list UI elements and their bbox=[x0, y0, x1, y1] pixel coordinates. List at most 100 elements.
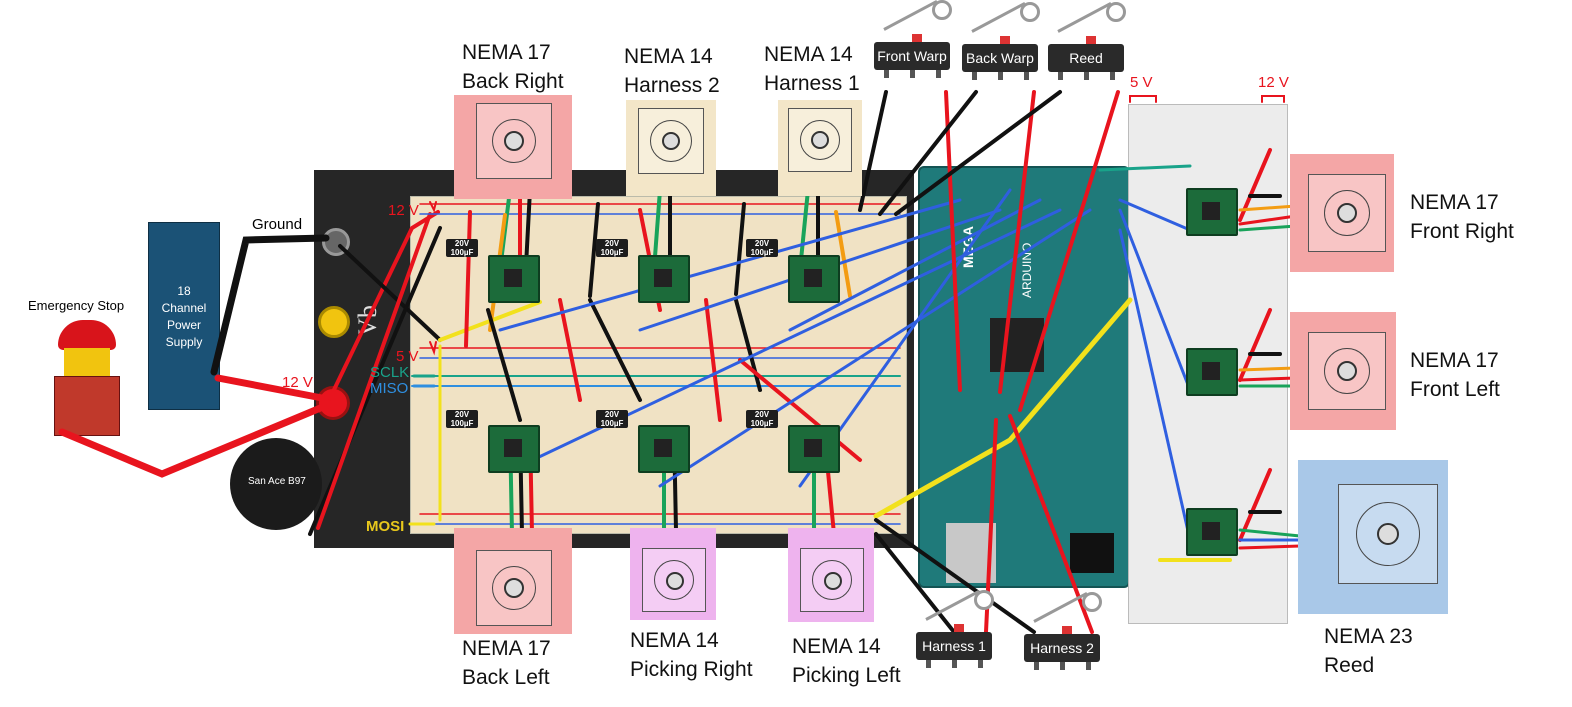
wire-green-teal bbox=[1098, 164, 1192, 172]
wire-red-psu bbox=[214, 374, 326, 402]
motor-nema14-picking-right bbox=[630, 528, 716, 620]
wire-black-diag-5 bbox=[734, 202, 746, 296]
label-nema14-harness2: NEMA 14 Harness 2 bbox=[624, 45, 720, 97]
arduino-power-jack bbox=[1070, 533, 1114, 573]
capacitor: 20V 100µF bbox=[446, 410, 478, 428]
switch-label: Reed bbox=[1069, 50, 1103, 66]
wire-black-diag-2 bbox=[588, 298, 642, 402]
blower-fan: San Ace B97 bbox=[230, 438, 322, 530]
emergency-stop-label: Emergency Stop bbox=[28, 298, 125, 313]
motor-nema17-front-right bbox=[1290, 154, 1394, 272]
motor-nema14-harness1 bbox=[778, 100, 862, 196]
arduino-mega-board: ARDUINO MEGA bbox=[918, 166, 1130, 588]
estop-cap-icon bbox=[58, 320, 116, 350]
wire-orange-fl bbox=[1238, 366, 1298, 372]
wire-black-diag-4 bbox=[588, 202, 600, 298]
capacitor: 20V 100µF bbox=[746, 239, 778, 257]
wire-red-fl bbox=[1238, 376, 1298, 382]
ground-label: Ground bbox=[252, 216, 303, 233]
capacitor: 20V 100µF bbox=[596, 239, 628, 257]
label-5v-right: 5 V bbox=[1130, 74, 1153, 91]
wire-blue-7 bbox=[1118, 198, 1192, 232]
limit-switch-harness1[interactable]: Harness 1 bbox=[916, 590, 994, 668]
wire-red-fw bbox=[944, 90, 962, 392]
wire-red-rd bbox=[1238, 544, 1302, 550]
motor-nema14-picking-left bbox=[788, 528, 874, 622]
label-sclk: SCLK bbox=[370, 364, 410, 381]
wire-black-reed bbox=[894, 90, 1062, 216]
stepper-driver bbox=[488, 255, 540, 303]
label-nema17-back-left: NEMA 17 Back Left bbox=[462, 637, 551, 689]
stepper-driver bbox=[1186, 508, 1238, 556]
wire-blue-9 bbox=[1118, 228, 1192, 542]
label-12v-right: 12 V bbox=[1258, 74, 1289, 91]
wire-red-fan bbox=[316, 212, 432, 530]
wire-red-diag-4 bbox=[464, 210, 472, 348]
bracket-12v-right bbox=[1261, 95, 1285, 103]
bracket-5v-right bbox=[1129, 95, 1157, 103]
wire-black-diag-1 bbox=[486, 308, 522, 422]
stepper-driver bbox=[788, 425, 840, 473]
stepper-driver bbox=[638, 425, 690, 473]
wire-black-ground bbox=[210, 234, 330, 376]
wire-red-diag-2 bbox=[704, 298, 722, 422]
wire-black-gnd-board bbox=[338, 244, 442, 342]
emergency-stop-button[interactable] bbox=[52, 318, 122, 436]
wire-green-rd bbox=[1238, 528, 1302, 538]
wire-blue-5 bbox=[658, 208, 1092, 488]
label-nema14-picking-left: NEMA 14 Picking Left bbox=[792, 635, 901, 687]
wire-blue-1 bbox=[498, 198, 962, 332]
estop-collar-icon bbox=[64, 348, 110, 376]
capacitor: 20V 100µF bbox=[596, 410, 628, 428]
limit-switch-harness2[interactable]: Harness 2 bbox=[1024, 592, 1102, 670]
wire-red-estop bbox=[58, 400, 334, 478]
wire-red-bw bbox=[998, 90, 1036, 394]
bracket-12v-left bbox=[429, 201, 437, 213]
label-nema17-back-right: NEMA 17 Back Right bbox=[462, 41, 564, 93]
limit-switch-reed[interactable]: Reed bbox=[1048, 2, 1126, 80]
label-12v-psu: 12 V bbox=[282, 374, 313, 391]
label-nema23-reed: NEMA 23 Reed bbox=[1324, 625, 1413, 677]
yellow-post-icon bbox=[318, 306, 350, 338]
label-miso: MISO bbox=[370, 380, 409, 397]
stepper-driver bbox=[638, 255, 690, 303]
main-breadboard bbox=[410, 196, 907, 534]
wire-red-diag-1 bbox=[558, 298, 582, 402]
estop-body-icon bbox=[54, 376, 120, 436]
wire-black-h1sw bbox=[874, 532, 956, 634]
label-12v-board: 12 V bbox=[388, 202, 419, 219]
label-nema17-front-left: NEMA 17 Front Left bbox=[1410, 349, 1500, 401]
motor-nema23-reed bbox=[1298, 460, 1448, 614]
motor-nema17-back-left bbox=[454, 528, 572, 634]
stepper-driver bbox=[788, 255, 840, 303]
capacitor: 20V 100µF bbox=[746, 410, 778, 428]
power-supply-label: 18 Channel Power Supply bbox=[161, 284, 207, 349]
wire-black-bw bbox=[878, 90, 978, 216]
wire-orange-h1 bbox=[834, 210, 852, 298]
wire-yellow-arduino bbox=[873, 297, 1133, 519]
wire-orange-fr bbox=[1238, 204, 1298, 212]
wire-red-reed bbox=[1018, 90, 1120, 412]
limit-switch-back-warp[interactable]: Back Warp bbox=[962, 2, 1040, 80]
wire-blue-3 bbox=[788, 198, 1042, 332]
wire-blue-8 bbox=[1118, 208, 1192, 392]
wire-black-br bbox=[524, 188, 532, 268]
motor-nema14-harness2 bbox=[626, 100, 716, 196]
switch-label: Back Warp bbox=[966, 50, 1034, 66]
wire-red-diag-3 bbox=[738, 358, 862, 462]
switch-label: Harness 1 bbox=[922, 638, 986, 654]
stepper-driver bbox=[488, 425, 540, 473]
motor-nema17-back-right bbox=[454, 95, 572, 199]
switch-label: Harness 2 bbox=[1030, 640, 1094, 656]
stepper-driver bbox=[1186, 348, 1238, 396]
wire-black-fw bbox=[858, 90, 888, 212]
fan-label: San Ace B97 bbox=[248, 476, 306, 487]
label-nema14-harness1: NEMA 14 Harness 1 bbox=[764, 43, 860, 95]
limit-switch-front-warp[interactable]: Front Warp bbox=[874, 0, 952, 78]
bracket-5v-left bbox=[429, 341, 437, 356]
wire-green-fr bbox=[1238, 224, 1298, 232]
label-nema17-front-right: NEMA 17 Front Right bbox=[1410, 191, 1514, 243]
capacitor: 20V 100µF bbox=[446, 239, 478, 257]
wire-black-fan bbox=[308, 226, 442, 536]
